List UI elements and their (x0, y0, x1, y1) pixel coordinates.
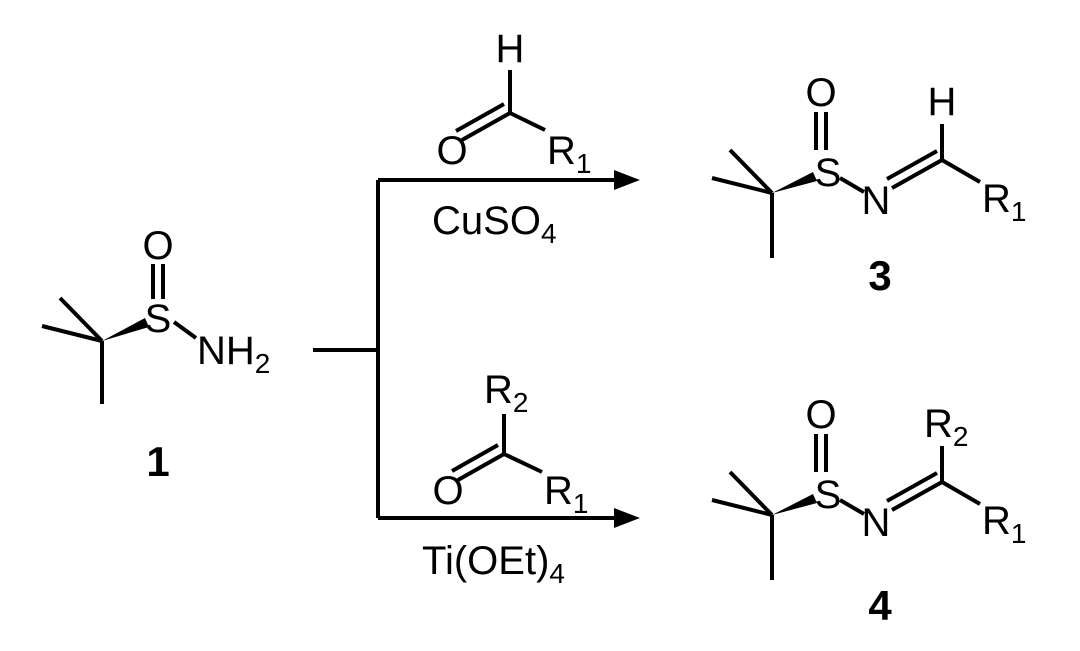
p3-bond-c-r1 (940, 158, 982, 184)
ketone-c-r1 (503, 452, 543, 474)
atom-o: O (142, 224, 173, 268)
p3-bond-me2 (728, 148, 774, 195)
p4-atom-s: S (815, 473, 842, 517)
bottom-arrowhead (614, 508, 640, 528)
group-nh2: NH2 (197, 329, 270, 379)
aldehyde-c-o-2 (455, 102, 505, 133)
p4-r1-subscript: 1 (1011, 518, 1027, 549)
compound-number-4: 4 (868, 582, 892, 629)
bond-s-n (172, 320, 198, 340)
p4-r2-subscript: 2 (953, 421, 969, 452)
compound-number-3: 3 (868, 252, 891, 299)
p3-bond-s-n (838, 176, 866, 194)
p4-r2-label: R (924, 402, 953, 446)
p4-bond-c-r1 (940, 480, 982, 506)
p4-bond-n-c-1 (891, 480, 943, 512)
bond-me1 (41, 324, 103, 343)
ketone-reagent: R2 O R1 (432, 368, 588, 519)
p3-atom-s: S (815, 151, 842, 195)
top-reaction-arrow (378, 170, 640, 190)
p4-bond-me1 (711, 498, 773, 517)
p3-atom-h: H (928, 80, 957, 124)
ketone-r2: R2 (484, 368, 528, 418)
aldehyde-r-subscript: 1 (576, 148, 592, 179)
ketone-o: O (432, 469, 463, 513)
catalyst-ti-oet4: Ti(OEt)4 (422, 539, 565, 589)
ketone-c-o-2 (451, 443, 499, 473)
ti-oet-label: Ti(OEt) (422, 539, 549, 583)
p4-r1-label: R (982, 499, 1011, 543)
p4-wedge-bond (772, 494, 817, 515)
p4-bond-n-c-2 (886, 471, 938, 503)
p3-r-label: R (982, 177, 1011, 221)
compound-number-1: 1 (146, 438, 169, 485)
cuso-subscript: 4 (541, 218, 557, 249)
nh-label: NH (197, 329, 255, 373)
aldehyde-r-label: R (547, 129, 576, 173)
p4-bond-me2 (728, 470, 774, 517)
bond-me2 (58, 296, 104, 343)
ketone-c-o-1 (457, 452, 505, 482)
ketone-r1: R1 (544, 469, 588, 519)
nh-subscript: 2 (255, 348, 271, 379)
p4-r1: R1 (982, 499, 1026, 549)
atom-s: S (145, 297, 172, 341)
p3-bond-me1 (711, 176, 773, 195)
aldehyde-c-r (509, 111, 546, 132)
p4-atom-n: N (862, 501, 891, 545)
cuso-label: CuSO (432, 199, 541, 243)
product-4-structure: O S N R2 R1 4 (711, 393, 1026, 629)
compound-1-structure: O S NH2 1 (41, 224, 270, 485)
ti-oet-subscript: 4 (549, 558, 565, 589)
aldehyde-reagent: H O R1 (436, 27, 591, 179)
p3-wedge-bond (772, 172, 817, 193)
bottom-reaction-arrow (378, 508, 640, 528)
aldehyde-o: O (436, 129, 467, 173)
aldehyde-h: H (496, 27, 525, 71)
p4-atom-o: O (805, 393, 836, 437)
catalyst-cuso4: CuSO4 (432, 199, 557, 249)
wedge-bond (102, 318, 149, 341)
aldehyde-c-o-1 (461, 111, 511, 142)
ketone-r1-subscript: 1 (573, 488, 589, 519)
p3-bond-n-c-2 (886, 149, 938, 181)
p3-atom-n: N (862, 179, 891, 223)
p3-bond-n-c-1 (891, 158, 943, 190)
p3-r-subscript: 1 (1011, 196, 1027, 227)
p3-r1: R1 (982, 177, 1026, 227)
ketone-r2-label: R (484, 368, 513, 412)
p3-atom-o: O (805, 71, 836, 115)
p4-bond-s-n (838, 498, 866, 516)
aldehyde-r1: R1 (547, 129, 591, 179)
p4-r2: R2 (924, 402, 968, 452)
ketone-r1-label: R (544, 469, 573, 513)
product-3-structure: O S N H R1 3 (711, 71, 1026, 299)
top-arrowhead (614, 170, 640, 190)
ketone-r2-subscript: 2 (513, 387, 529, 418)
branch-connector (313, 180, 380, 518)
